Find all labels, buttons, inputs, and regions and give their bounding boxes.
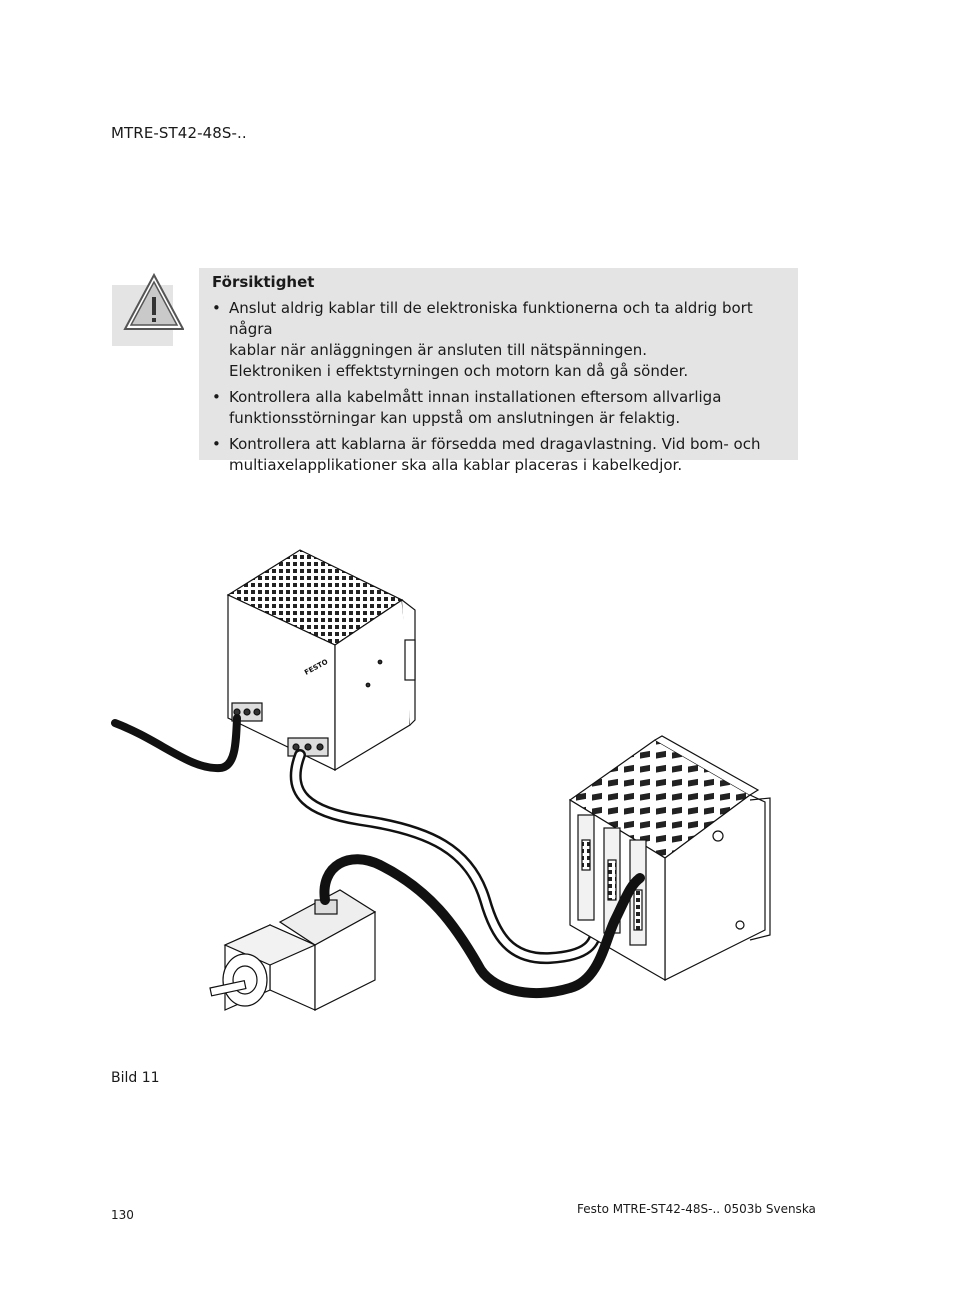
warning-icon-box: [112, 273, 184, 346]
caution-list: • Anslut aldrig kablar till de elektroni…: [212, 298, 792, 481]
warning-triangle-icon: [123, 273, 184, 330]
caution-item: • Kontrollera alla kabelmått innan insta…: [212, 387, 792, 429]
caution-box: Försiktighet • Anslut aldrig kablar till…: [199, 268, 798, 474]
caution-title: Försiktighet: [212, 273, 315, 291]
caution-item-text: funktionsstörningar kan uppstå om anslut…: [229, 409, 681, 427]
bullet: •: [212, 299, 221, 317]
figure-caption: Bild 11: [111, 1070, 160, 1086]
caution-item: • Anslut aldrig kablar till de elektroni…: [212, 298, 792, 382]
caution-item-text: Elektroniken i effektstyrningen och moto…: [229, 362, 689, 380]
motor-cable: [319, 854, 645, 999]
caution-item: • Kontrollera att kablarna är försedda m…: [212, 434, 792, 476]
caution-item-text: Kontrollera alla kabelmått innan install…: [229, 388, 722, 406]
caution-item-text: multiaxelapplikationer ska alla kablar p…: [229, 456, 683, 474]
wiring-illustration: FESTO: [110, 540, 790, 1020]
footer-doc-info: Festo MTRE-ST42-48S-.. 0503b Svenska: [577, 1202, 816, 1216]
stepper-motor: [209, 889, 377, 1011]
bullet: •: [212, 435, 221, 453]
caution-item-text: kablar när anläggningen är ansluten till…: [229, 341, 648, 359]
power-supply-unit: FESTO: [226, 549, 416, 772]
caution-item-text: Anslut aldrig kablar till de elektronisk…: [229, 299, 753, 338]
controller-unit: [568, 735, 771, 982]
page-number: 130: [111, 1208, 134, 1222]
mains-cable: [111, 714, 241, 773]
psu-terminals-right: [287, 737, 329, 757]
caution-item-text: Kontrollera att kablarna är försedda med…: [229, 435, 761, 453]
page-header-title: MTRE-ST42-48S-..: [111, 124, 247, 142]
bullet: •: [212, 388, 221, 406]
